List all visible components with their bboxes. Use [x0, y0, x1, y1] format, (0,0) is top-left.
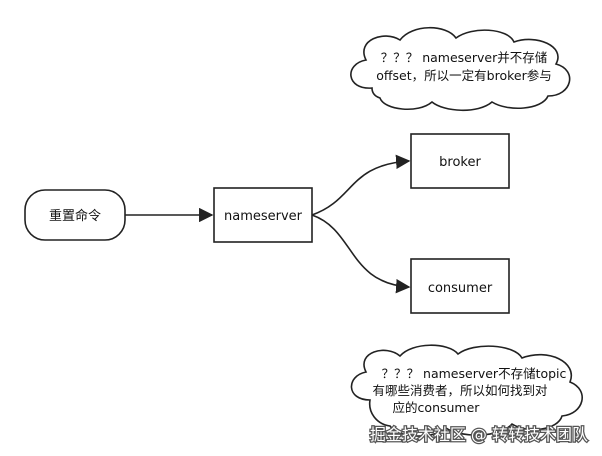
node-nameserver-shape [213, 187, 313, 243]
watermark-text: 掘金技术社区 @ 转转技术团队 [370, 425, 588, 444]
note-bottom-line2: 有哪些消费者，所以如何找到对 [372, 383, 547, 398]
node-consumer[interactable]: consumer [410, 258, 510, 314]
edge-nameserver-to-consumer [311, 214, 411, 294]
note-bottom-line1: ？？？ nameserver不存储topic [382, 366, 567, 381]
note-cloud-bottom: ？？？ nameserver不存储topic 有哪些消费者，所以如何找到对 应的… [350, 344, 583, 437]
node-broker-shape [410, 133, 510, 189]
node-reset-command[interactable]: 重置命令 [24, 189, 126, 241]
cloud-shape-top [350, 27, 571, 112]
node-nameserver-label: nameserver [224, 209, 303, 224]
note-cloud-top: ？？？ nameserver并不存储 offset，所以一定有broker参与 [350, 27, 571, 112]
node-nameserver[interactable]: nameserver [213, 187, 313, 243]
node-consumer-label: consumer [428, 281, 493, 296]
note-bottom-line3: 应的consumer [393, 400, 481, 415]
note-top-line1: ？？？ nameserver并不存储 [381, 50, 548, 65]
cloud-shape-bottom [350, 344, 583, 437]
node-consumer-shape [410, 258, 510, 314]
node-broker[interactable]: broker [410, 133, 510, 189]
note-top-line2: offset，所以一定有broker参与 [376, 68, 551, 83]
node-broker-label: broker [439, 155, 481, 170]
edge-nameserver-to-broker [311, 154, 411, 216]
node-reset-command-label: 重置命令 [49, 208, 101, 224]
